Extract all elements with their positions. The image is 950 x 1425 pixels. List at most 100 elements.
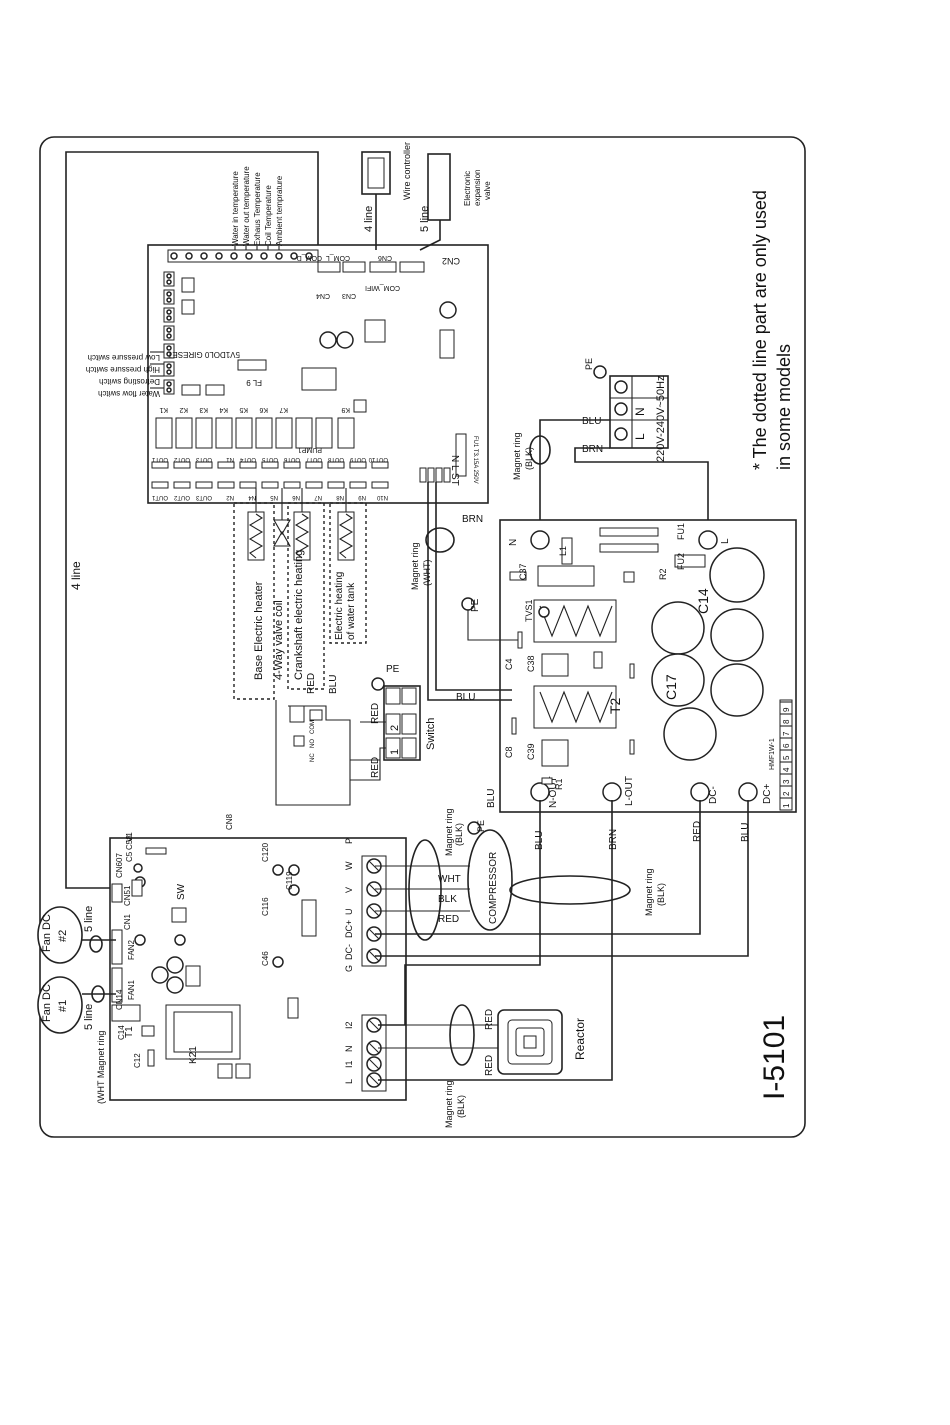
electronic-expansion-valve: 5 line Electronic expansion valve [419,153,492,251]
fan2-label: Fan DC [41,914,53,952]
drive-comp-fan2: FAN2 [127,939,136,960]
main-control-board: COM_D COM_L COM_WIFI CN2 CN3 CN4 CN6 5V1… [147,244,489,504]
connector-cn6 [369,261,397,273]
drive-comp-cn607: CN607 [115,853,124,878]
n-label-5: N5 [270,494,278,500]
drive-comp-cn1: CN1 [123,913,132,930]
sensor-label-3: Coil Temperature [264,185,273,246]
magnet-ring-label-power: Magnet ring [512,432,522,480]
switch-terminal-1: 1 [389,749,401,755]
contact-no: NO [310,739,316,748]
switch-label-0: Low pressure switch [88,353,160,362]
out-label-9: OUT9 [349,456,366,462]
fan1-number: #1 [57,1000,69,1012]
blu-label-power: BLU [582,416,601,427]
blu-label-filter-left: BLU [486,789,497,808]
drive-comp-c120: C120 [261,842,270,862]
switch-terminal-2: 2 [389,725,401,731]
model-label: I-5101 [758,1015,791,1100]
drive-label-i2: I2 [344,1021,354,1029]
board-code-label: 5V1DOL0 GIRESET [167,350,240,359]
n-label-4: N4 [248,494,256,500]
magnet-ring-label-wht: Magnet ring [410,542,420,590]
power-terminal-n: N [633,407,647,416]
exv-label-1: Electronic [463,171,472,206]
drive-label-dcplus: DC+ [344,920,354,938]
filter-comp-t2: T2 [607,697,623,714]
n-label-0: OUT1 [151,494,168,500]
compressor-label: COMPRESSOR [488,852,499,924]
drive-comp-v1: V1 [125,832,134,842]
note-line-2: in some models [774,344,794,470]
out-label-5: OUT5 [261,456,278,462]
filter-comp-c17: C17 [663,674,679,700]
note-line-1: * The dotted line part are only used [750,190,770,470]
n-label-1: OUT2 [173,494,190,500]
filter-pin-3: 3 [782,779,791,784]
filter-pin-9: 9 [782,707,791,712]
contact-com: COM [310,720,316,734]
drive-comp-t1: T1 [124,1026,135,1038]
filter-label-n: N [508,539,519,546]
out-label-2: OUT3 [195,456,212,462]
filter-comp-tvs1: TVS1 [524,599,534,622]
blu-label-load: BLU [328,675,339,694]
power-terminal-l: L [633,433,647,440]
out-label-3: N1 [226,456,234,462]
filter-pin-5: 5 [782,755,791,760]
cn-label-cn4: CN4 [316,292,330,299]
five-line-fan2: 5 line [83,906,95,932]
drive-comp-sw: SW [176,883,187,900]
filter-comp-fu2: FU2 [676,553,686,570]
reactor: Reactor RED RED Magnet ring (BLK) [378,1004,587,1128]
terminal-n-out [530,782,550,802]
terminal-l [698,530,718,550]
blu-label-main: BLU [456,692,475,703]
filter-label-dc-minus: DC- [708,786,719,804]
drive-comp-c46: C46 [261,951,270,966]
filter-label-l-out: L-OUT [624,776,635,806]
drive-comp-k21: K21 [188,1046,199,1064]
filter-comp-c38: C38 [526,655,536,672]
dotted-base-heater [233,502,275,700]
four-line-cable [65,151,319,889]
pe-label-filter: PE [470,598,481,612]
drive-comp-c5: C5 [125,851,134,862]
wht-label-comp: WHT [438,874,461,885]
relay-label-5: K6 [259,406,268,413]
n-label-3: N2 [226,494,234,500]
filter-pin-7: 7 [782,731,791,736]
drive-comp-fan1: FAN1 [127,979,136,1000]
drive-label-i1: I1 [344,1060,354,1068]
drive-label-n: N [344,1046,354,1053]
filter-comp-c8: C8 [504,746,514,758]
four-way-label: 4-Way valve coil [273,600,285,680]
relay-label-2: K3 [199,406,208,413]
connector-cn2 [399,261,425,273]
filter-pin-1: 1 [782,803,791,808]
magnet-ring-wht: (WHT) [422,560,432,587]
drive-comp-cn8: CN8 [225,813,234,830]
tank-heating-label-2: of water tank [346,582,357,640]
drive-comp-c58: C58 [125,835,134,850]
terminal-l-out [602,782,622,802]
flow-switch-box: COM NO NC 2 1 Switch PE RED RED [275,664,437,806]
cn-label-com-wifi: COM_WIFI [365,284,400,291]
filter-comp-c4: C4 [504,658,514,670]
drive-label-p: P [344,838,354,844]
fan2-number: #2 [57,930,69,942]
filter-pin-8: 8 [782,719,791,724]
four-line-label-top: 4 line [363,206,375,232]
power-input-terminal: N L PE 220V-240V~50Hz BLU BRN Magnet rin… [512,358,709,540]
power-supply-label: 220V-240V~50Hz [655,375,667,462]
drive-label-g: G [344,965,354,972]
dotted-crankshaft [287,502,325,690]
out-label-6: OUT6 [283,456,300,462]
terminal-dc-minus [690,782,710,802]
switch-label-1: High pressure switch [86,365,160,374]
sensor-label-2: Exhaus Temperature [253,172,262,246]
